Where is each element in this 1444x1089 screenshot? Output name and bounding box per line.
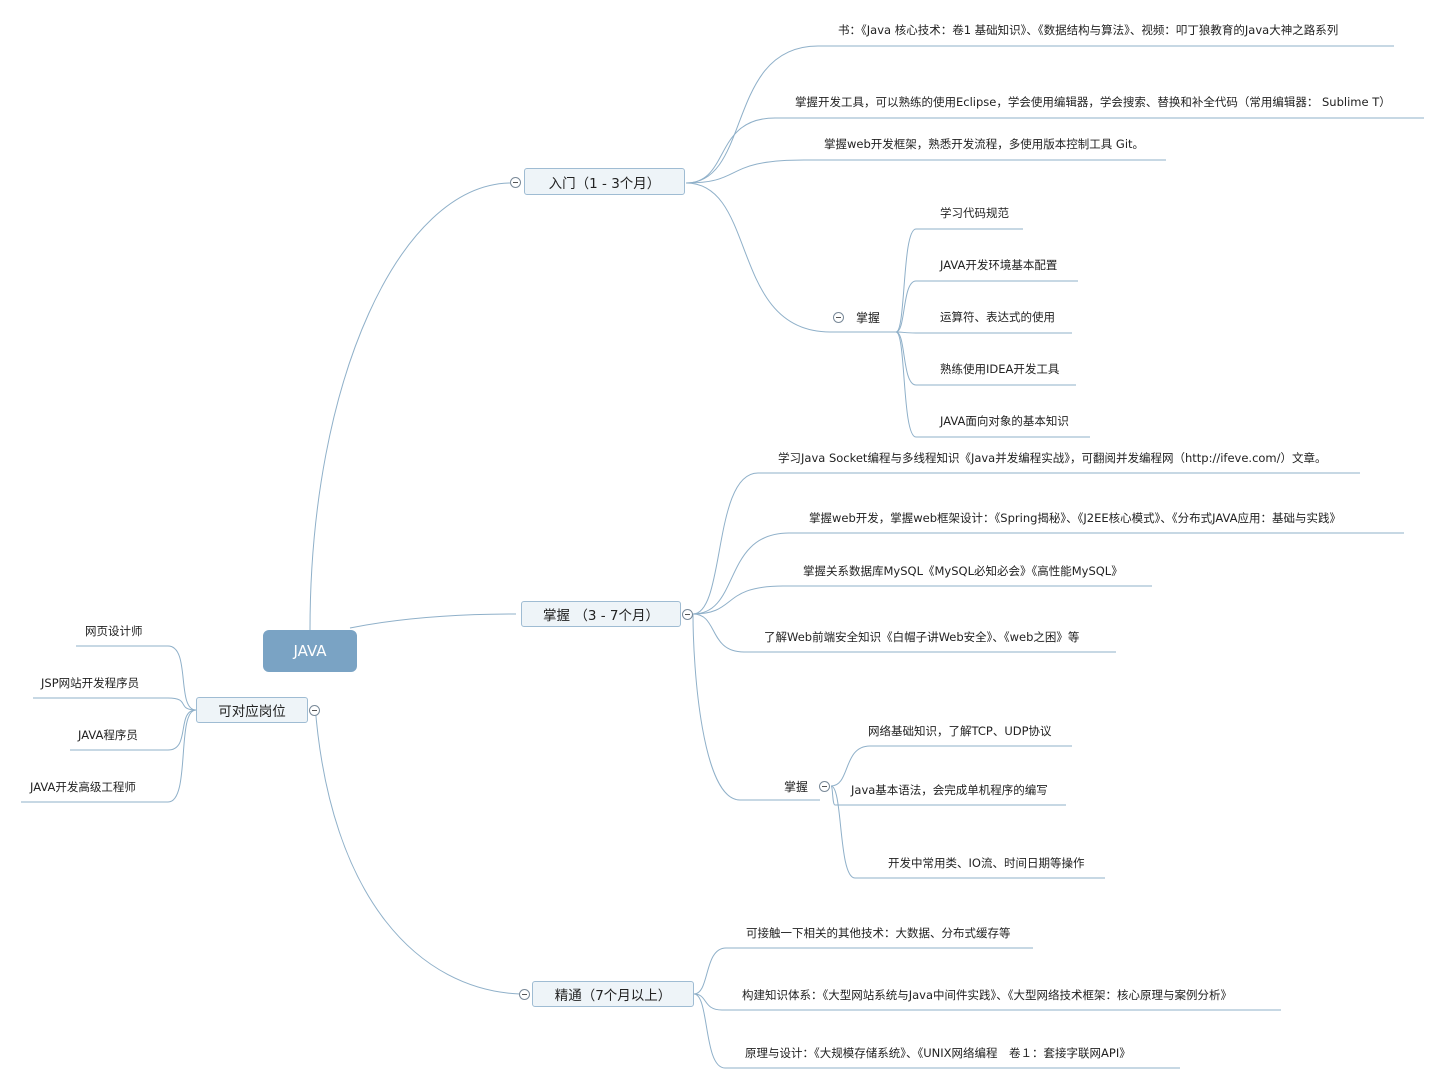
- edge-master-sub-3: [830, 785, 856, 879]
- master-sub-item-2[interactable]: Java基本语法，会完成单机程序的编写: [851, 783, 1048, 797]
- edge-master-sub-1: [830, 745, 871, 787]
- expert-item-system[interactable]: 构建知识体系：《大型网站系统与Java中间件实践》、《大型网络技术框架：核心原理…: [742, 988, 1233, 1002]
- edge-job-3: [167, 709, 197, 751]
- collapse-toggle-master-sub[interactable]: [819, 781, 830, 792]
- edge-master-sub-2: [830, 785, 836, 806]
- edge-intro-sub-2: [895, 280, 917, 333]
- master-sub-item-1[interactable]: 网络基础知识，了解TCP、UDP协议: [868, 724, 1052, 738]
- master-item-security[interactable]: 了解Web前端安全知识《白帽子讲Web安全》、《web之困》等: [764, 630, 1080, 644]
- edge-intro-master: [685, 182, 831, 333]
- edge-root-intro: [309, 182, 511, 631]
- collapse-toggle-expert[interactable]: [519, 989, 530, 1000]
- root-node-java[interactable]: JAVA: [263, 630, 357, 672]
- edge-intro-sub-4: [895, 331, 917, 386]
- edge-master-web: [692, 532, 790, 615]
- branch-intro[interactable]: 入门（1 - 3个月）: [524, 168, 685, 195]
- intro-sub-item-4[interactable]: 熟练使用IDEA开发工具: [940, 362, 1060, 376]
- edge-expert-system: [693, 993, 723, 1011]
- edge-master-security: [692, 613, 745, 653]
- intro-item-tools[interactable]: 掌握开发工具，可以熟练的使用Eclipse，学会使用编辑器，学会搜索、替换和补全…: [795, 95, 1391, 109]
- branch-master[interactable]: 掌握 （3 - 7个月）: [521, 601, 681, 627]
- collapse-toggle-jobs[interactable]: [309, 705, 320, 716]
- job-item-3[interactable]: JAVA程序员: [78, 728, 138, 742]
- edge-expert-design: [693, 993, 726, 1069]
- edge-master-socket: [692, 472, 759, 615]
- master-item-mysql[interactable]: 掌握关系数据库MySQL《MySQL必知必会》《高性能MySQL》: [803, 564, 1123, 578]
- job-item-1[interactable]: 网页设计师: [85, 624, 143, 638]
- collapse-toggle-intro[interactable]: [510, 177, 521, 188]
- edge-expert-other: [693, 947, 727, 995]
- edge-intro-books: [685, 45, 819, 184]
- edge-root-master: [349, 613, 517, 629]
- intro-item-framework[interactable]: 掌握web开发框架，熟悉开发流程，多使用版本控制工具 Git。: [824, 137, 1145, 151]
- intro-sub-item-2[interactable]: JAVA开发环境基本配置: [940, 258, 1058, 272]
- edge-master-mysql: [692, 585, 784, 615]
- intro-sub-item-5[interactable]: JAVA面向对象的基本知识: [940, 414, 1069, 428]
- intro-sub-item-1[interactable]: 学习代码规范: [940, 206, 1009, 220]
- branch-expert[interactable]: 精通（7个月以上）: [532, 981, 694, 1007]
- edge-master-sub: [692, 613, 741, 801]
- collapse-toggle-master[interactable]: [682, 609, 693, 620]
- master-sub-item-3[interactable]: 开发中常用类、IO流、时间日期等操作: [888, 856, 1085, 870]
- job-item-4[interactable]: JAVA开发高级工程师: [30, 780, 136, 794]
- edge-intro-sub-5: [895, 331, 917, 438]
- edge-intro-framework: [685, 159, 805, 184]
- edge-job-2: [167, 697, 197, 711]
- expert-item-design[interactable]: 原理与设计：《大规模存储系统》、《UNIX网络编程 卷１：套接字联网API》: [745, 1046, 1131, 1060]
- edge-job-4: [167, 709, 197, 803]
- edge-job-1: [167, 645, 197, 711]
- edge-root-expert: [314, 704, 521, 995]
- intro-item-books[interactable]: 书：《Java 核心技术：卷1 基础知识》、《数据结构与算法》、视频：叩丁狼教育…: [838, 23, 1339, 37]
- edge-intro-tools: [685, 117, 776, 184]
- master-sub-label[interactable]: 掌握: [784, 780, 809, 794]
- edge-intro-sub-1: [895, 228, 917, 333]
- job-item-2[interactable]: JSP网站开发程序员: [41, 676, 140, 690]
- branch-jobs[interactable]: 可对应岗位: [196, 697, 308, 723]
- master-item-web[interactable]: 掌握web开发，掌握web框架设计：《Spring揭秘》、《J2EE核心模式》、…: [809, 511, 1341, 525]
- intro-sub-item-3[interactable]: 运算符、表达式的使用: [940, 310, 1055, 324]
- master-item-socket[interactable]: 学习Java Socket编程与多线程知识《Java并发编程实战》，可翻阅并发编…: [778, 451, 1327, 465]
- expert-item-other[interactable]: 可接触一下相关的其他技术：大数据、分布式缓存等: [746, 926, 1011, 940]
- edge-intro-sub-3: [895, 331, 917, 334]
- collapse-toggle-intro-master[interactable]: [833, 312, 844, 323]
- intro-sub-label[interactable]: 掌握: [856, 311, 881, 325]
